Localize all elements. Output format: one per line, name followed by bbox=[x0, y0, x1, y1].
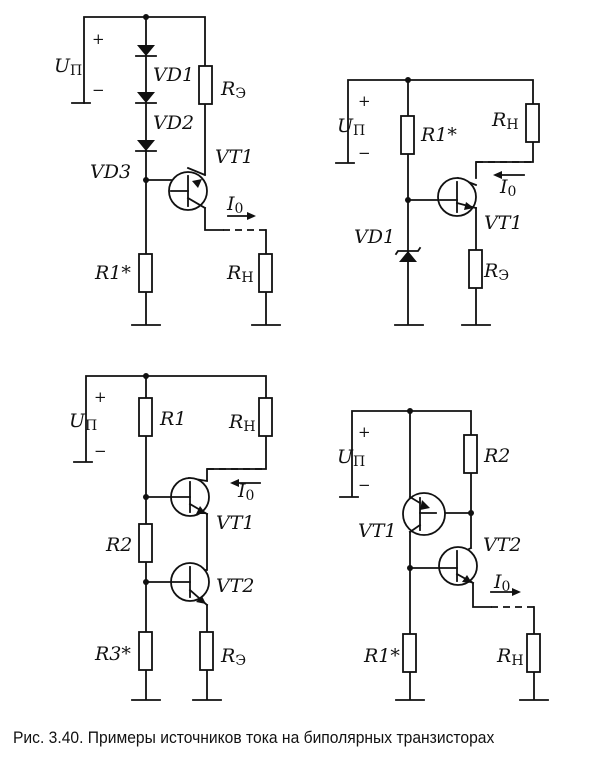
resistor-r1 bbox=[402, 633, 417, 673]
resistor-r2 bbox=[138, 523, 153, 563]
supply-label: UП bbox=[54, 55, 82, 79]
resistor-rn bbox=[526, 633, 541, 673]
supply-label: UП bbox=[337, 115, 365, 139]
supply-plus: + bbox=[94, 388, 107, 406]
label-vd1: VD1 bbox=[153, 64, 194, 86]
resistor-rn bbox=[258, 253, 273, 293]
resistor-r1 bbox=[138, 253, 153, 293]
transistor-vt1 bbox=[170, 477, 210, 517]
resistor-r3 bbox=[138, 631, 153, 671]
label-i0: I0 bbox=[226, 193, 243, 217]
circuit-a: + − UП VD1 VD2 VD3 RЭ VT1 I0 R1* RН bbox=[54, 14, 281, 326]
junction-dot bbox=[405, 197, 411, 203]
supply-minus: − bbox=[358, 476, 371, 494]
circuit-diagrams: + − UП VD1 VD2 VD3 RЭ VT1 I0 R1* RН bbox=[54, 14, 549, 701]
junction-dot bbox=[143, 494, 149, 500]
label-r3: R3* bbox=[94, 643, 131, 665]
label-rn: RН bbox=[226, 262, 254, 286]
supply-plus: + bbox=[358, 423, 371, 441]
junction-dot bbox=[407, 565, 413, 571]
supply-label: UП bbox=[337, 446, 365, 470]
transistor-vt1 bbox=[437, 177, 478, 217]
resistor-re bbox=[199, 631, 214, 671]
label-re: RЭ bbox=[220, 645, 246, 669]
current-arrow bbox=[247, 212, 256, 220]
label-rn: RН bbox=[496, 645, 524, 669]
transistor-vt1 bbox=[402, 492, 446, 536]
label-r2: R2 bbox=[483, 445, 510, 467]
current-arrow bbox=[493, 171, 502, 179]
transistor-vt2 bbox=[170, 562, 210, 607]
zener-vd1 bbox=[394, 246, 422, 262]
label-re: RЭ bbox=[483, 260, 509, 284]
label-re: RЭ bbox=[220, 78, 246, 102]
circuit-c: + − UП R1 RН I0 VT1 R2 VT2 R3* RЭ bbox=[69, 373, 273, 701]
resistor-r1 bbox=[400, 115, 415, 155]
label-vt2: VT2 bbox=[216, 575, 254, 597]
current-arrow bbox=[512, 588, 521, 596]
junction-dot bbox=[405, 77, 411, 83]
junction-dot bbox=[468, 510, 474, 516]
label-vt1: VT1 bbox=[215, 146, 253, 168]
label-i0: I0 bbox=[493, 571, 510, 595]
circuit-d: + − UП R2 VT1 VT2 I0 R1* RН bbox=[337, 408, 549, 701]
junction-dot bbox=[143, 373, 149, 379]
resistor-rn bbox=[258, 397, 273, 437]
label-rn: RН bbox=[228, 411, 256, 435]
supply-minus: − bbox=[92, 81, 105, 99]
label-i0: I0 bbox=[499, 176, 516, 200]
supply-minus: − bbox=[358, 144, 371, 162]
resistor-re bbox=[198, 65, 213, 105]
diode-vd2 bbox=[135, 92, 157, 104]
figure-caption: Рис. 3.40. Примеры источников тока на би… bbox=[13, 728, 495, 747]
resistor-r2 bbox=[463, 434, 478, 474]
label-r1: R1* bbox=[363, 645, 400, 667]
label-i0: I0 bbox=[237, 480, 254, 504]
label-r1: R1 bbox=[159, 408, 186, 430]
resistor-re bbox=[468, 249, 483, 289]
circuit-b: + − UП R1* RН I0 VT1 VD1 RЭ bbox=[335, 77, 540, 326]
junction-dot bbox=[143, 579, 149, 585]
label-vt2: VT2 bbox=[483, 534, 521, 556]
resistor-r1 bbox=[138, 397, 153, 437]
label-rn: RН bbox=[491, 109, 519, 133]
current-arrow bbox=[230, 479, 239, 487]
junction-dot bbox=[143, 14, 149, 20]
junction-dot bbox=[407, 408, 413, 414]
supply-plus: + bbox=[358, 92, 371, 110]
label-vt1: VT1 bbox=[358, 520, 396, 542]
diode-vd3 bbox=[135, 140, 157, 152]
label-vt1: VT1 bbox=[216, 512, 254, 534]
label-r1: R1* bbox=[94, 262, 131, 284]
resistor-rn bbox=[525, 103, 540, 143]
label-vd1: VD1 bbox=[354, 226, 395, 248]
supply-minus: − bbox=[94, 442, 107, 460]
transistor-vt1 bbox=[168, 171, 208, 211]
transistor-vt2 bbox=[438, 546, 478, 586]
diode-vd1 bbox=[135, 45, 157, 57]
junction-dot bbox=[143, 177, 149, 183]
label-r1: R1* bbox=[420, 124, 457, 146]
label-vt1: VT1 bbox=[484, 212, 522, 234]
supply-label: UП bbox=[69, 410, 97, 434]
label-vd2: VD2 bbox=[153, 112, 194, 134]
supply-plus: + bbox=[92, 30, 105, 48]
label-vd3: VD3 bbox=[90, 161, 131, 183]
label-r2: R2 bbox=[105, 534, 132, 556]
